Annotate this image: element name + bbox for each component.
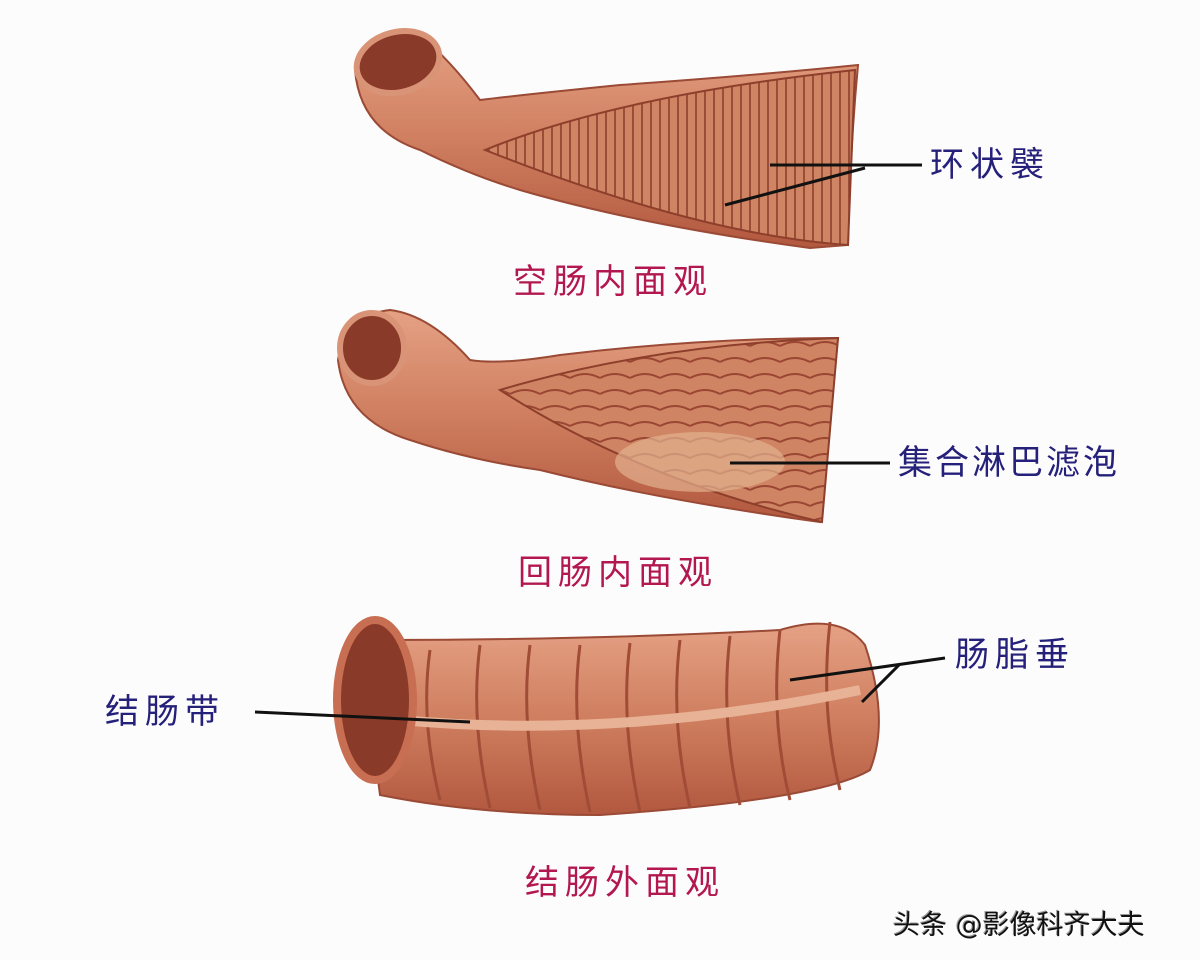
colon-illustration — [333, 616, 880, 817]
label-circular-folds: 环状襞 — [930, 145, 1050, 185]
caption-colon: 结肠外面观 — [525, 863, 725, 903]
watermark: 头条 @影像科齐大夫 — [893, 910, 1145, 941]
ileum-illustration — [336, 308, 840, 524]
label-epiploic-appendices: 肠脂垂 — [955, 635, 1075, 675]
label-taeniae-coli: 结肠带 — [105, 692, 225, 732]
leader-lines — [254, 163, 946, 724]
caption-jejunum: 空肠内面观 — [513, 262, 713, 302]
jejunum-illustration — [353, 28, 860, 250]
label-peyers-patches: 集合淋巴滤泡 — [898, 443, 1120, 483]
caption-ileum: 回肠内面观 — [518, 553, 718, 593]
